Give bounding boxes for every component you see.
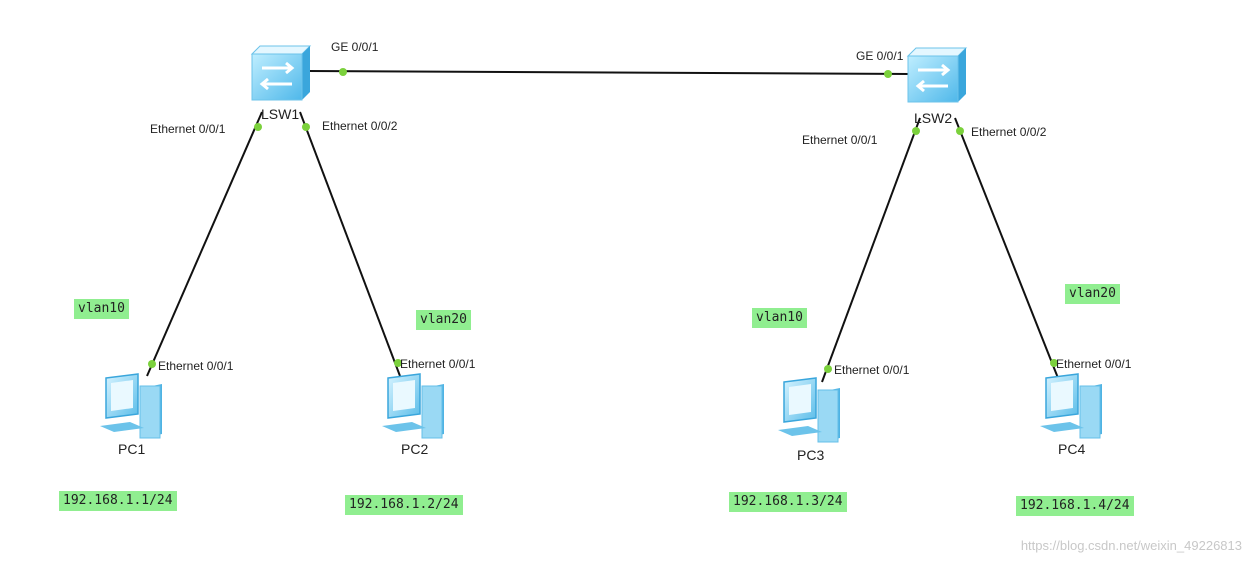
- pc-pc4[interactable]: PC4: [1039, 373, 1103, 457]
- port-label-lsw2-e1: Ethernet 0/0/1: [802, 133, 878, 147]
- link-lsw2-pc3[interactable]: [821, 117, 921, 383]
- port-dot[interactable]: [254, 123, 262, 131]
- port-dots: [148, 68, 1058, 373]
- port-label-lsw2-e2: Ethernet 0/0/2: [971, 125, 1047, 139]
- ip-tag-pc3: 192.168.1.3/24: [729, 492, 847, 512]
- switch-lsw2[interactable]: LSW2: [906, 46, 968, 126]
- link-lsw1-lsw2[interactable]: [307, 70, 911, 75]
- port-dot[interactable]: [884, 70, 892, 78]
- pc-label-pc3: PC3: [797, 447, 824, 463]
- switch-lsw1[interactable]: LSW1: [250, 44, 312, 122]
- port-label-pc1: Ethernet 0/0/1: [158, 359, 234, 373]
- pc-icon: [381, 373, 445, 439]
- port-label-pc4: Ethernet 0/0/1: [1056, 357, 1132, 371]
- vlan-tag-pc3: vlan10: [752, 308, 807, 328]
- links: [146, 70, 1059, 383]
- ip-tag-pc1: 192.168.1.1/24: [59, 491, 177, 511]
- pc-label-pc1: PC1: [118, 441, 145, 457]
- switch-label-lsw2: LSW2: [914, 110, 952, 126]
- pc-label-pc2: PC2: [401, 441, 428, 457]
- port-label-lsw1-e2: Ethernet 0/0/2: [322, 119, 398, 133]
- link-lsw1-pc1[interactable]: [146, 111, 263, 377]
- ip-tag-pc4: 192.168.1.4/24: [1016, 496, 1134, 516]
- port-dot[interactable]: [1050, 359, 1058, 367]
- pc-pc2[interactable]: PC2: [381, 373, 445, 457]
- switch-icon: [906, 46, 968, 104]
- vlan-tag-pc2: vlan20: [416, 310, 471, 330]
- port-dot[interactable]: [824, 365, 832, 373]
- port-dot[interactable]: [339, 68, 347, 76]
- port-label-lsw1-e1: Ethernet 0/0/1: [150, 122, 226, 136]
- port-dot[interactable]: [148, 360, 156, 368]
- pc-icon: [99, 373, 163, 439]
- port-label-pc2: Ethernet 0/0/1: [400, 357, 476, 371]
- port-label-pc3: Ethernet 0/0/1: [834, 363, 910, 377]
- switch-label-lsw1: LSW1: [261, 106, 299, 122]
- port-label-lsw2-ge: GE 0/0/1: [856, 49, 904, 63]
- pc-pc1[interactable]: PC1: [99, 373, 163, 457]
- port-dot[interactable]: [956, 127, 964, 135]
- vlan-tag-pc4: vlan20: [1065, 284, 1120, 304]
- port-label-lsw1-ge: GE 0/0/1: [331, 40, 379, 54]
- pc-pc3[interactable]: PC3: [777, 377, 841, 463]
- vlan-tag-pc1: vlan10: [74, 299, 129, 319]
- pc-icon: [777, 377, 841, 443]
- ip-tag-pc2: 192.168.1.2/24: [345, 495, 463, 515]
- watermark: https://blog.csdn.net/weixin_49226813: [1020, 538, 1242, 553]
- port-dot[interactable]: [912, 127, 920, 135]
- link-lsw1-pc2[interactable]: [299, 111, 401, 377]
- pc-icon: [1039, 373, 1103, 439]
- link-lsw2-pc4[interactable]: [954, 117, 1059, 379]
- pc-label-pc4: PC4: [1058, 441, 1085, 457]
- port-labels: GE 0/0/1 GE 0/0/1 Ethernet 0/0/1 Etherne…: [150, 40, 1132, 377]
- switch-icon: [250, 44, 312, 102]
- port-dot[interactable]: [302, 123, 310, 131]
- port-dot[interactable]: [394, 359, 402, 367]
